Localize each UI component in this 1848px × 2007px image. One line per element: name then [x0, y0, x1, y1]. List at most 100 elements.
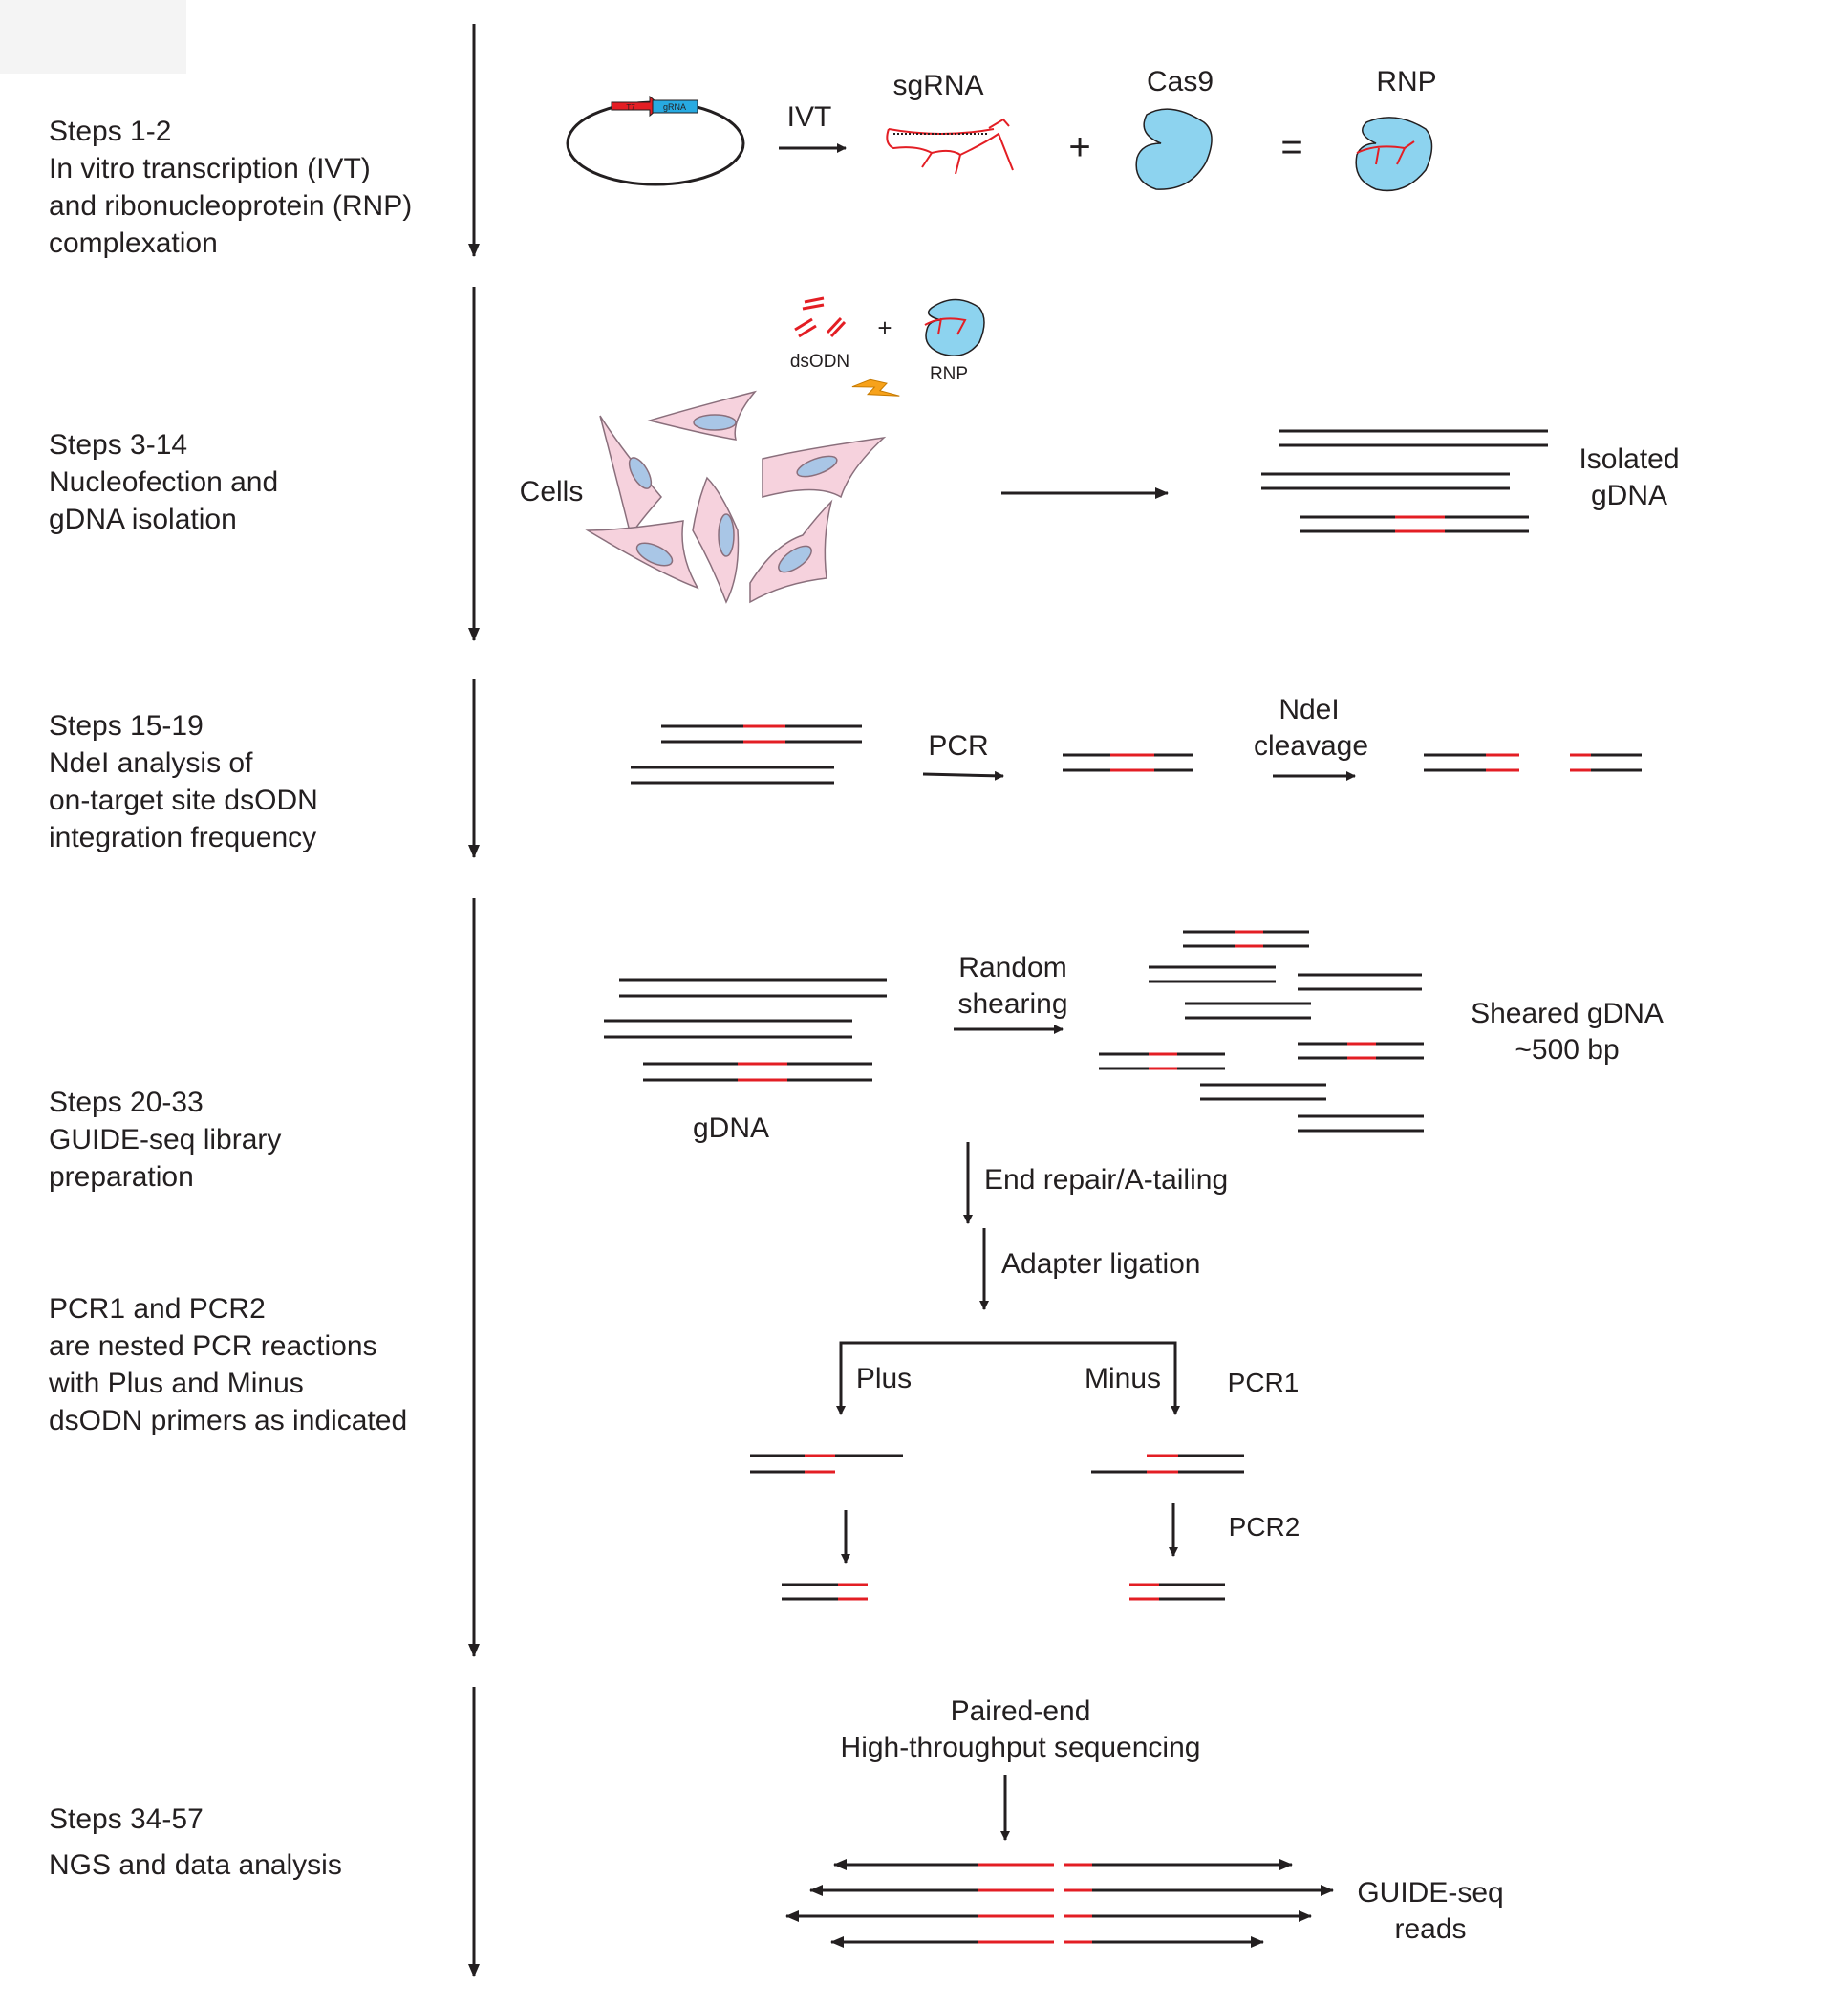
pcr2-label: PCR2: [1229, 1512, 1300, 1542]
pcr2-plus-mark: [838, 1583, 868, 1601]
rnp-label: RNP: [1376, 66, 1436, 97]
step-1-2-line-2: and ribonucleoprotein (RNP): [49, 190, 413, 222]
step-3-14-line-2: gDNA isolation: [49, 504, 237, 535]
step-15-19-text: Steps 15-19 NdeI analysis of on-target s…: [49, 707, 318, 856]
pcr-note-line-1: are nested PCR reactions: [49, 1330, 377, 1362]
read-dsodn-marks: [978, 1863, 1092, 1944]
sequencing-reads: [785, 1859, 1334, 1948]
step-3-14-line-1: Nucleofection and: [49, 466, 279, 498]
ndei-input-mark: [743, 724, 785, 744]
step-34-57-text: Steps 34-57 NGS and data analysis: [49, 1797, 342, 1888]
electric-bolt-icon: [851, 378, 900, 397]
pcr2-minus-product: [1159, 1583, 1225, 1601]
panel-ivt: T7 gRNA IVT sgRNA + Cas9 = RNP: [566, 66, 1437, 192]
ndei-label: NdeI: [1279, 694, 1339, 725]
step-1-2-title: Steps 1-2: [49, 116, 172, 147]
read-gap: [1054, 1862, 1064, 1945]
hts-label: High-throughput sequencing: [841, 1732, 1201, 1763]
step-20-33-title: Steps 20-33: [49, 1087, 204, 1118]
step-1-2-line-3: complexation: [49, 227, 218, 259]
pcr-arrow: [922, 770, 1004, 781]
isolated-gdna-strands: [1261, 429, 1548, 533]
step-15-19-line-2: on-target site dsODN: [49, 785, 318, 816]
size-label: ~500 bp: [1515, 1034, 1619, 1066]
paired-end-label: Paired-end: [951, 1695, 1091, 1727]
corner-shade: [0, 0, 186, 74]
grna-box: [652, 99, 698, 114]
pcr2-plus-product: [782, 1583, 838, 1601]
dsodn-label: dsODN: [790, 352, 849, 372]
pcr-note-text: PCR1 and PCR2 are nested PCR reactions w…: [49, 1290, 407, 1439]
step-3-14-title: Steps 3-14: [49, 429, 188, 461]
gdna-strands: [604, 978, 887, 1082]
step-34-57-line-1: NGS and data analysis: [49, 1849, 342, 1881]
cleaved-fragments: [1424, 753, 1642, 772]
equals-sign: =: [1280, 126, 1302, 168]
plus-sign: +: [1068, 126, 1090, 168]
sgrna-label: sgRNA: [892, 70, 983, 101]
panel-library: gDNA Random shearing Sheared gDNA ~500 b…: [604, 930, 1664, 1601]
step-15-19-title: Steps 15-19: [49, 710, 204, 742]
dsodn-icon: [794, 296, 847, 338]
step-1-2-line-1: In vitro transcription (IVT): [49, 153, 371, 184]
pcr1-plus-product: [750, 1454, 903, 1474]
pcr-note-line-0: PCR1 and PCR2: [49, 1293, 266, 1325]
cas9-label: Cas9: [1147, 66, 1214, 97]
cells-icon: [585, 390, 887, 604]
pcr1-minus-mark: [1147, 1454, 1178, 1474]
rnp-sgrna-icon: [1356, 140, 1415, 165]
pcr-amplicon-mark: [1110, 753, 1154, 772]
step-20-33-text: Steps 20-33 GUIDE-seq library preparatio…: [49, 1084, 281, 1196]
shearing-label: shearing: [957, 988, 1067, 1020]
pcr-label: PCR: [928, 730, 988, 762]
sheared-gdna-label: Sheared gDNA: [1471, 998, 1664, 1029]
grna-label: gRNA: [663, 102, 686, 112]
end-repair-label: End repair/A-tailing: [984, 1164, 1228, 1196]
step-1-2-text: Steps 1-2 In vitro transcription (IVT) a…: [49, 113, 412, 262]
step-20-33-line-2: preparation: [49, 1161, 194, 1193]
step-15-19-line-3: integration frequency: [49, 822, 317, 853]
step-20-33-line-1: GUIDE-seq library: [49, 1124, 282, 1155]
guide-seq-label: GUIDE-seq: [1357, 1877, 1503, 1909]
split-bracket: [839, 1341, 1177, 1414]
pcr1-minus-product: [1091, 1454, 1244, 1474]
rnp-small-icon: [925, 298, 985, 356]
step-3-14-text: Steps 3-14 Nucleofection and gDNA isolat…: [49, 426, 278, 538]
adapter-label: Adapter ligation: [1001, 1248, 1200, 1280]
sgrna-icon: [886, 118, 1014, 175]
panel-nucleofection: dsODN + RNP Cells I: [520, 296, 1680, 604]
gdna-label: gDNA: [693, 1112, 769, 1144]
step-15-19-line-1: NdeI analysis of: [49, 747, 253, 779]
minus-label: Minus: [1085, 1363, 1161, 1394]
isolated-label: Isolated: [1579, 443, 1679, 475]
pcr-amplicon: [1063, 753, 1193, 772]
plus-label: Plus: [856, 1363, 912, 1394]
gdna-mark: [738, 1062, 787, 1082]
sheared-fragments-mark: [1149, 930, 1376, 1070]
pcr1-plus-mark: [805, 1454, 835, 1474]
ndei-input-strands: [631, 724, 862, 785]
cells-label: Cells: [520, 476, 584, 507]
rnp-small-label: RNP: [930, 364, 968, 384]
ivt-label: IVT: [787, 101, 832, 133]
reads-label: reads: [1394, 1913, 1466, 1945]
sheared-fragments: [1099, 930, 1424, 1133]
rnp-small-sgrna: [924, 317, 967, 335]
panel-ngs: Paired-end High-throughput sequencing GU…: [785, 1695, 1504, 1948]
plus-sign-2: +: [877, 313, 892, 342]
isolated-gdna-label: gDNA: [1591, 480, 1667, 511]
pcr-note-line-2: with Plus and Minus: [49, 1368, 304, 1399]
random-label: Random: [958, 952, 1066, 983]
pcr1-label: PCR1: [1228, 1368, 1300, 1397]
dsodn-integration-mark: [1395, 515, 1445, 533]
pcr-note-line-3: dsODN primers as indicated: [49, 1405, 408, 1436]
t7-label: T7: [626, 103, 635, 112]
step-34-57-title: Steps 34-57: [49, 1803, 204, 1835]
panel-ndei: PCR NdeI cleavage: [631, 694, 1642, 785]
cas9-icon: [1135, 108, 1213, 190]
pcr2-minus-mark: [1129, 1583, 1159, 1601]
cleavage-label: cleavage: [1254, 730, 1368, 762]
plasmid: [566, 100, 745, 186]
cleaved-fragments-mark: [1486, 753, 1591, 772]
